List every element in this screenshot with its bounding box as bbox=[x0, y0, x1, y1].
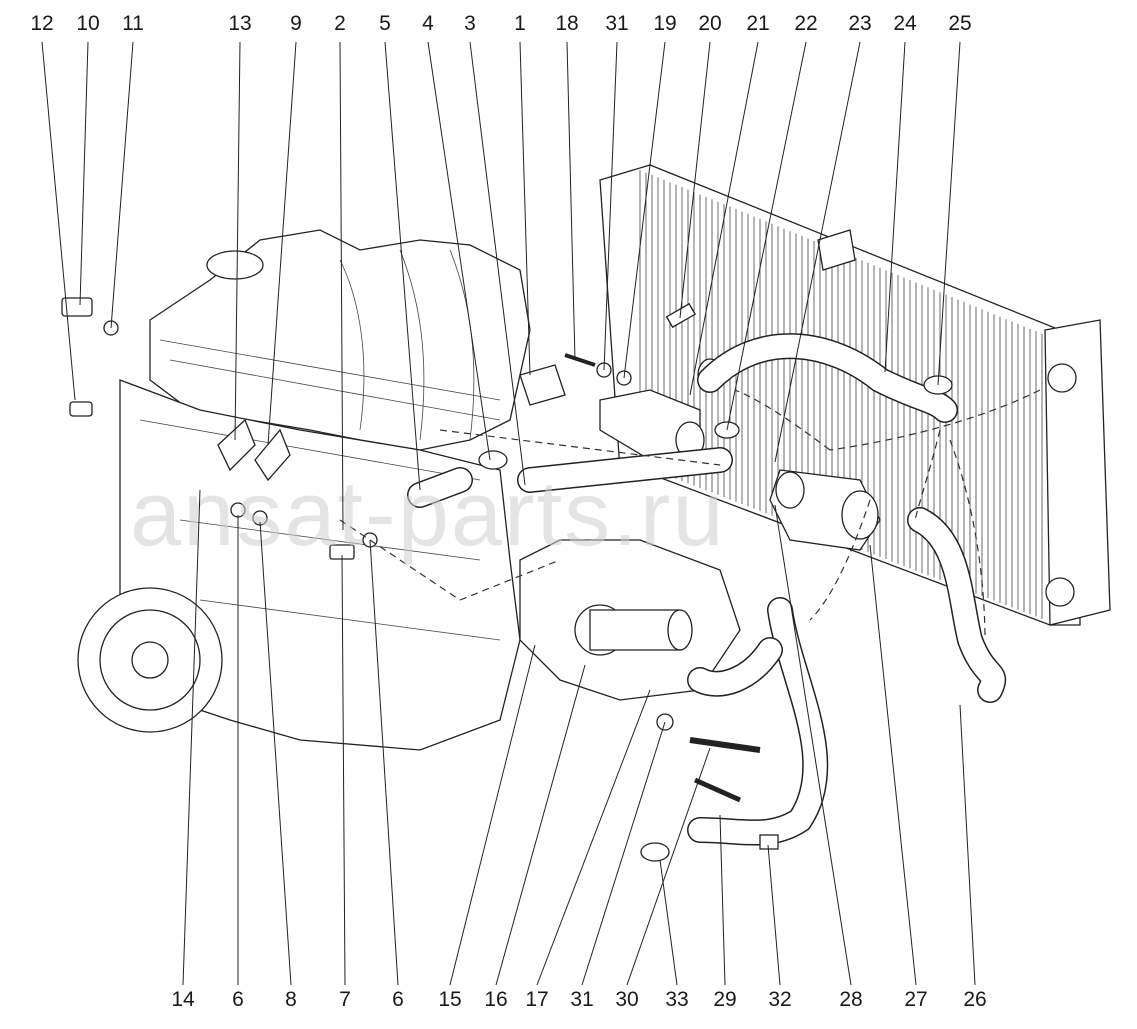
leader-line bbox=[719, 814, 726, 986]
water-pump bbox=[519, 539, 741, 701]
callout-label-32: 32 bbox=[768, 988, 791, 1011]
leader-line bbox=[566, 41, 576, 361]
fasteners bbox=[61, 297, 953, 862]
callout-label-23: 23 bbox=[848, 12, 871, 35]
callout-label-27: 27 bbox=[904, 988, 927, 1011]
callout-label-13: 13 bbox=[228, 12, 251, 35]
leader-line bbox=[623, 41, 666, 379]
leader-line bbox=[339, 41, 344, 531]
leader-line bbox=[427, 41, 491, 461]
leader-line bbox=[581, 721, 666, 986]
leader-line bbox=[767, 844, 781, 986]
callout-label-26: 26 bbox=[963, 988, 986, 1011]
callout-label-5: 5 bbox=[379, 12, 391, 35]
callout-label-14: 14 bbox=[171, 988, 195, 1011]
callout-label-10: 10 bbox=[76, 12, 99, 35]
leader-line bbox=[519, 41, 531, 376]
coolant-flow-arrows bbox=[339, 389, 1041, 641]
leader-line bbox=[659, 859, 678, 986]
callout-label-24: 24 bbox=[893, 12, 917, 35]
hoses bbox=[407, 333, 1007, 846]
callout-label-7: 7 bbox=[339, 988, 351, 1011]
callout-label-18: 18 bbox=[555, 12, 578, 35]
callout-label-31: 31 bbox=[570, 988, 593, 1011]
callout-label-8: 8 bbox=[285, 988, 297, 1011]
callout-label-29: 29 bbox=[713, 988, 736, 1011]
engine-block bbox=[77, 229, 531, 751]
callout-label-6: 6 bbox=[232, 988, 244, 1011]
leader-line bbox=[110, 41, 134, 329]
leader-line bbox=[774, 41, 861, 463]
leader-line bbox=[603, 41, 618, 371]
callout-label-30: 30 bbox=[615, 988, 638, 1011]
leader-line bbox=[774, 504, 852, 986]
callout-label-2: 2 bbox=[334, 12, 346, 35]
callout-label-6: 6 bbox=[392, 988, 404, 1011]
watermark-text: ansat-parts.ru bbox=[130, 463, 726, 565]
leader-line bbox=[884, 41, 906, 373]
leader-line bbox=[495, 664, 586, 986]
callout-label-21: 21 bbox=[746, 12, 769, 35]
callout-label-1: 1 bbox=[514, 12, 526, 35]
leader-line bbox=[937, 41, 961, 386]
callout-label-11: 11 bbox=[122, 12, 144, 35]
leader-line bbox=[626, 747, 711, 986]
leader-line bbox=[536, 689, 651, 986]
leader-line bbox=[267, 41, 297, 446]
leader-line bbox=[959, 704, 976, 986]
callout-label-12: 12 bbox=[30, 12, 53, 35]
callout-label-20: 20 bbox=[698, 12, 721, 35]
callout-label-9: 9 bbox=[290, 12, 302, 35]
leader-line bbox=[234, 41, 241, 441]
callout-label-31: 31 bbox=[605, 12, 628, 35]
leader-line bbox=[79, 41, 89, 306]
leader-line bbox=[341, 554, 346, 986]
leader-line bbox=[259, 521, 292, 986]
leader-line bbox=[182, 489, 201, 986]
callout-label-22: 22 bbox=[794, 12, 817, 35]
callout-label-17: 17 bbox=[525, 988, 548, 1011]
leader-line bbox=[384, 41, 421, 491]
leader-line bbox=[449, 644, 536, 986]
callout-label-19: 19 bbox=[653, 12, 676, 35]
leader-line bbox=[369, 539, 399, 986]
leader-line bbox=[869, 544, 917, 986]
callout-label-28: 28 bbox=[839, 988, 862, 1011]
callout-label-3: 3 bbox=[464, 12, 476, 35]
leader-line bbox=[726, 41, 807, 431]
leader-line bbox=[41, 41, 76, 401]
callout-label-4: 4 bbox=[422, 12, 434, 35]
callout-label-25: 25 bbox=[948, 12, 971, 35]
callout-label-15: 15 bbox=[438, 988, 461, 1011]
leader-line bbox=[689, 41, 759, 396]
callout-label-16: 16 bbox=[484, 988, 507, 1011]
leader-line bbox=[469, 41, 526, 486]
leader-line bbox=[679, 41, 711, 319]
callout-label-33: 33 bbox=[665, 988, 688, 1011]
